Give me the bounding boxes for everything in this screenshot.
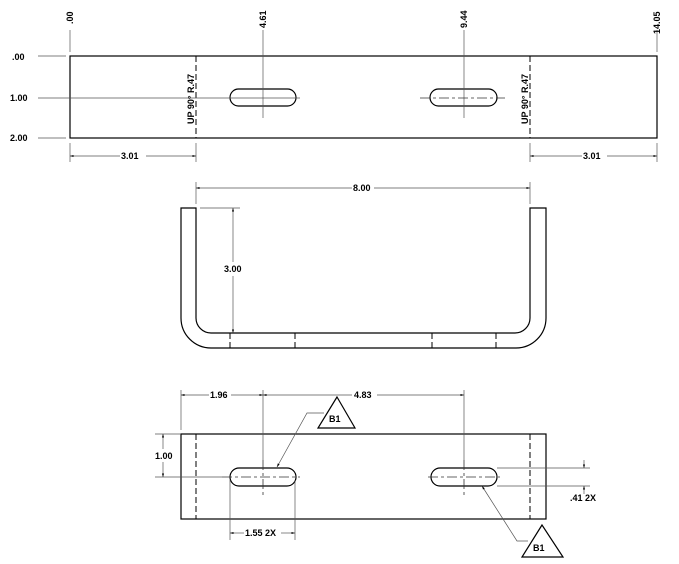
bend-note-right: UP 90° R.47 [520, 74, 530, 124]
slot-width-dim: .41 2X [570, 493, 596, 503]
ordinate-x-1: 4.61 [258, 10, 268, 28]
balloon-b1-bottom [520, 523, 565, 558]
slot-spacing-dim: 4.83 [354, 390, 372, 400]
balloon-label: B1 [533, 543, 545, 553]
slot-right [429, 88, 498, 107]
bend-note-left: UP 90° R.47 [186, 74, 196, 124]
flange-right-dim: 3.01 [583, 151, 601, 161]
flange-left-dim: 3.01 [121, 151, 139, 161]
width-dim: 8.00 [353, 183, 371, 193]
edge-to-slot-dim: 1.96 [210, 390, 228, 400]
bottom-view: 1.96 4.83 1.00 1.55 2X .41 2X B1 B1 [155, 390, 596, 558]
flat-pattern-view: .00 4.61 9.44 14.05 .00 1.00 2.00 UP 90°… [10, 10, 662, 162]
slot-length-dim: 1.55 2X [245, 528, 276, 538]
flat-outline [69, 55, 658, 139]
balloon-label: B1 [329, 414, 341, 424]
ordinate-x-0: .00 [65, 11, 75, 24]
height-dim: 3.00 [224, 264, 242, 274]
ordinate-y-1: 1.00 [10, 93, 28, 103]
ordinate-y-0: .00 [12, 52, 25, 62]
ordinate-y-2: 2.00 [10, 133, 28, 143]
balloon-b1-top [316, 395, 357, 429]
channel-profile [180, 207, 547, 349]
slot-offset-dim: 1.00 [155, 451, 173, 461]
side-view: 8.00 3.00 [180, 182, 547, 349]
ordinate-x-2: 9.44 [459, 10, 469, 28]
ordinate-x-3: 14.05 [652, 11, 662, 34]
bottom-outline [180, 433, 547, 520]
